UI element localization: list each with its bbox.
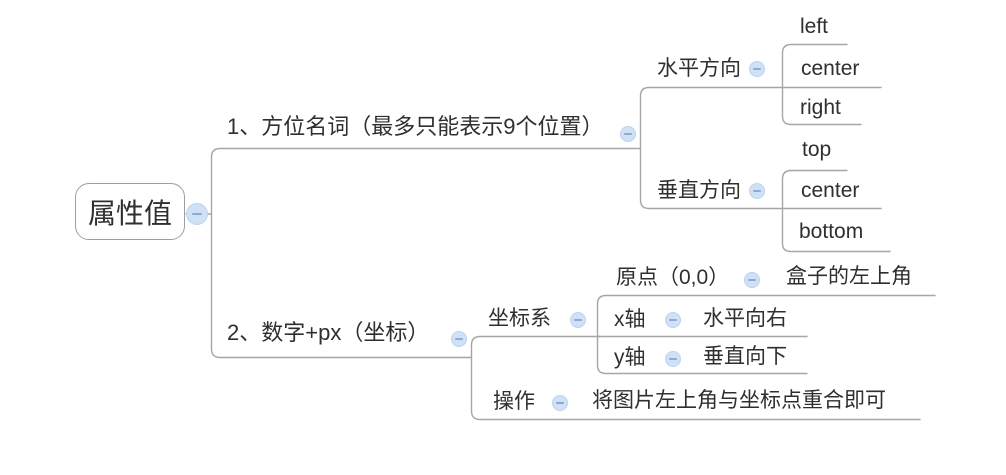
topic-x-axis[interactable]: x轴 [614,308,646,331]
topic-operation-description[interactable]: 将图片左上角与坐标点重合即可 [592,389,886,412]
collapse-button-origin[interactable] [744,272,760,288]
minus-icon [669,358,677,360]
topic-direction-nouns[interactable]: 1、方位名词（最多只能表示9个位置） [227,114,604,139]
topic-center-horizontal[interactable]: center [801,57,860,80]
topic-center-vertical[interactable]: center [801,179,860,202]
topic-top[interactable]: top [802,138,832,161]
collapse-button-operation[interactable] [552,395,568,411]
topic-bottom[interactable]: bottom [799,220,864,243]
minus-icon [748,279,756,281]
minus-icon [192,213,202,215]
topic-right[interactable]: right [800,96,841,119]
topic-y-axis-description[interactable]: 垂直向下 [703,345,787,368]
collapse-button-vertical[interactable] [749,183,765,199]
topic-left[interactable]: left [800,15,829,38]
topic-x-axis-description[interactable]: 水平向右 [703,307,787,330]
collapse-button-y-axis[interactable] [665,351,681,367]
collapse-button-x-axis[interactable] [665,312,681,328]
topic-number-px[interactable]: 2、数字+px（坐标） [227,320,430,345]
topic-vertical-direction[interactable]: 垂直方向 [657,179,741,202]
minus-icon [753,190,761,192]
topic-origin[interactable]: 原点（0,0） [616,266,730,289]
minus-icon [574,319,582,321]
topic-operation[interactable]: 操作 [493,390,535,413]
topic-horizontal-direction[interactable]: 水平方向 [657,57,741,80]
collapse-button-number-px[interactable] [451,331,467,347]
collapse-button-direction-nouns[interactable] [620,126,636,142]
minus-icon [753,68,761,70]
topic-y-axis[interactable]: y轴 [614,346,646,369]
collapse-button-horizontal[interactable] [749,61,765,77]
minus-icon [556,402,564,404]
collapse-button-root[interactable] [186,203,208,225]
topic-coordinate-system[interactable]: 坐标系 [488,307,551,330]
minus-icon [669,319,677,321]
root-topic[interactable]: 属性值 [75,183,185,240]
minus-icon [624,133,632,135]
minus-icon [455,338,463,340]
collapse-button-coordinate-system[interactable] [570,312,586,328]
topic-origin-description[interactable]: 盒子的左上角 [786,265,912,288]
